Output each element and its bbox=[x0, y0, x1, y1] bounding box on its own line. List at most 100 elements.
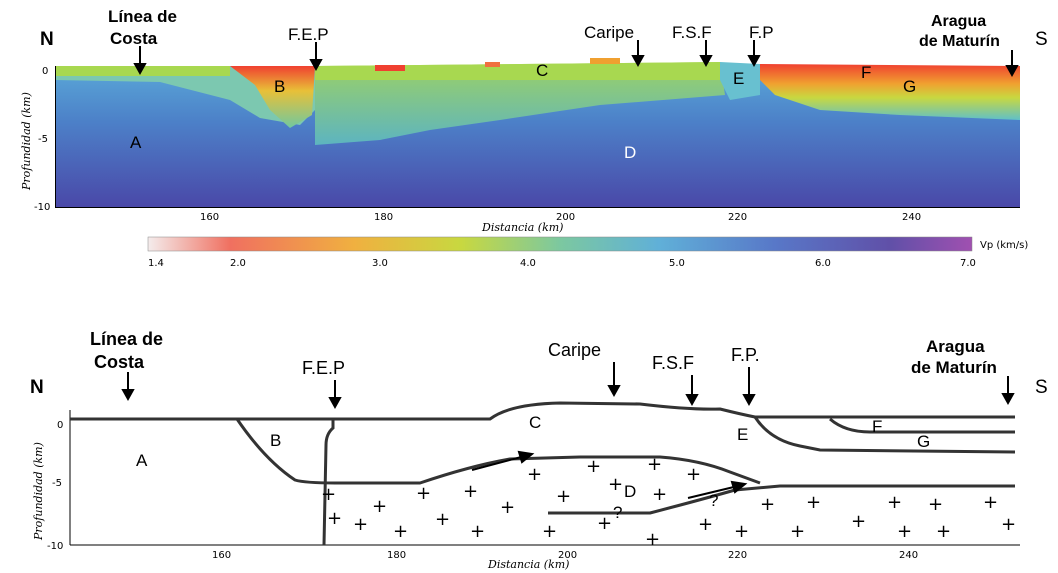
colorbar-label: Vp (km/s) bbox=[980, 240, 1028, 251]
top-region-d: D bbox=[624, 143, 636, 162]
svg-text:+: + bbox=[372, 496, 387, 517]
bottom-region-f: F bbox=[872, 417, 882, 436]
svg-text:+: + bbox=[760, 494, 775, 515]
top-region-f: F bbox=[861, 63, 871, 82]
top-y-tick-10: -10 bbox=[34, 202, 50, 213]
bottom-y-tick-10: -10 bbox=[47, 541, 63, 552]
svg-text:+: + bbox=[1001, 514, 1016, 535]
colorbar-tick-7.0: 7.0 bbox=[960, 258, 976, 269]
colorbar-tick-5.0: 5.0 bbox=[669, 258, 685, 269]
bottom-x-tick-220: 220 bbox=[728, 550, 747, 561]
svg-text:+: + bbox=[686, 464, 701, 485]
bottom-station-fsf: F.S.F bbox=[652, 353, 694, 373]
bottom-x-tick-240: 240 bbox=[899, 550, 918, 561]
top-x-tick-240: 240 bbox=[902, 212, 921, 223]
colorbar-tick-2.0: 2.0 bbox=[230, 258, 246, 269]
top-south-label: S bbox=[1035, 29, 1048, 50]
svg-text:+: + bbox=[353, 514, 368, 535]
top-station-fep: F.E.P bbox=[288, 25, 329, 44]
colorbar-tick-3.0: 3.0 bbox=[372, 258, 388, 269]
svg-text:+: + bbox=[897, 521, 912, 542]
svg-text:+: + bbox=[556, 486, 571, 507]
bottom-y-axis-label: Profundidad (km) bbox=[32, 442, 45, 541]
bottom-panel: + + + + + + + + + + + + + + + + + + + + … bbox=[30, 329, 1048, 571]
svg-text:+: + bbox=[463, 481, 478, 502]
top-x-tick-200: 200 bbox=[556, 212, 575, 223]
bottom-region-d: D bbox=[624, 482, 636, 501]
svg-text:+: + bbox=[647, 454, 662, 475]
top-x-tick-220: 220 bbox=[728, 212, 747, 223]
top-panel: 0 -5 -10 Profundidad (km) 160 180 200 22… bbox=[20, 7, 1048, 234]
top-station-aragua-line2: de Maturín bbox=[919, 33, 1000, 50]
top-station-aragua-line1: Aragua bbox=[931, 13, 986, 30]
svg-text:+: + bbox=[500, 497, 515, 518]
svg-text:+: + bbox=[806, 492, 821, 513]
velocity-tomogram bbox=[55, 58, 1020, 208]
top-station-fsf: F.S.F bbox=[672, 23, 712, 42]
top-station-caripe: Caripe bbox=[584, 23, 634, 42]
svg-text:+: + bbox=[887, 492, 902, 513]
bottom-region-e: E bbox=[737, 425, 748, 444]
bottom-south-label: S bbox=[1035, 377, 1048, 398]
top-y-tick-0: 0 bbox=[42, 66, 48, 77]
bottom-station-fp: F.P. bbox=[731, 345, 760, 365]
basement-crosses: + + + + + + + + + + + + + + + + + + + + … bbox=[321, 454, 1016, 550]
top-region-e: E bbox=[733, 69, 744, 88]
bottom-station-linea-line1: Línea de bbox=[90, 329, 163, 349]
bottom-region-b: B bbox=[270, 431, 281, 450]
top-station-arrows bbox=[133, 40, 1019, 78]
question-mark-1: ? bbox=[613, 503, 622, 522]
top-x-axis-label: Distancia (km) bbox=[481, 221, 563, 234]
svg-text:+: + bbox=[608, 474, 623, 495]
svg-text:+: + bbox=[851, 511, 866, 532]
bottom-x-axis-label: Distancia (km) bbox=[487, 558, 569, 571]
top-y-tick-5: -5 bbox=[38, 134, 48, 145]
bottom-x-tick-160: 160 bbox=[212, 550, 231, 561]
svg-text:+: + bbox=[652, 484, 667, 505]
question-mark-2: ? bbox=[709, 491, 718, 510]
bottom-station-aragua-line1: Aragua bbox=[926, 337, 985, 356]
colorbar-tick-1.4: 1.4 bbox=[148, 258, 164, 269]
top-station-linea-line1: Línea de bbox=[108, 7, 177, 26]
top-station-linea-line2: Costa bbox=[110, 29, 158, 48]
bottom-north-label: N bbox=[30, 377, 44, 398]
top-region-c: C bbox=[536, 61, 548, 80]
svg-text:+: + bbox=[470, 521, 485, 542]
top-region-g: G bbox=[903, 77, 916, 96]
bottom-y-tick-0: 0 bbox=[57, 420, 63, 431]
colorbar: Vp (km/s) 1.4 2.0 3.0 4.0 5.0 6.0 7.0 bbox=[147, 236, 1028, 269]
svg-text:+: + bbox=[936, 521, 951, 542]
bottom-x-tick-200: 200 bbox=[558, 550, 577, 561]
bottom-station-fep: F.E.P bbox=[302, 358, 345, 378]
svg-text:+: + bbox=[645, 529, 660, 550]
svg-text:+: + bbox=[527, 464, 542, 485]
svg-text:+: + bbox=[435, 509, 450, 530]
bottom-station-linea-line2: Costa bbox=[94, 352, 145, 372]
svg-text:+: + bbox=[393, 521, 408, 542]
top-region-b: B bbox=[274, 77, 285, 96]
svg-text:+: + bbox=[327, 508, 342, 529]
bottom-region-c: C bbox=[529, 413, 541, 432]
svg-text:+: + bbox=[321, 484, 336, 505]
svg-text:+: + bbox=[542, 521, 557, 542]
top-x-tick-180: 180 bbox=[374, 212, 393, 223]
top-station-fp: F.P bbox=[749, 23, 774, 42]
bottom-station-caripe: Caripe bbox=[548, 340, 601, 360]
svg-text:+: + bbox=[928, 494, 943, 515]
colorbar-tick-4.0: 4.0 bbox=[520, 258, 536, 269]
top-x-tick-160: 160 bbox=[200, 212, 219, 223]
colorbar-tick-6.0: 6.0 bbox=[815, 258, 831, 269]
svg-text:+: + bbox=[698, 514, 713, 535]
bottom-region-a: A bbox=[136, 451, 148, 470]
bottom-y-tick-5: -5 bbox=[52, 478, 62, 489]
bottom-station-arrows bbox=[121, 362, 1015, 410]
bottom-x-tick-180: 180 bbox=[387, 550, 406, 561]
svg-text:+: + bbox=[983, 492, 998, 513]
slip-arrows bbox=[471, 450, 748, 499]
svg-text:+: + bbox=[790, 521, 805, 542]
bottom-station-aragua-line2: de Maturín bbox=[911, 358, 997, 377]
svg-text:+: + bbox=[597, 513, 612, 534]
bottom-region-g: G bbox=[917, 432, 930, 451]
geologic-contacts bbox=[70, 401, 1016, 546]
